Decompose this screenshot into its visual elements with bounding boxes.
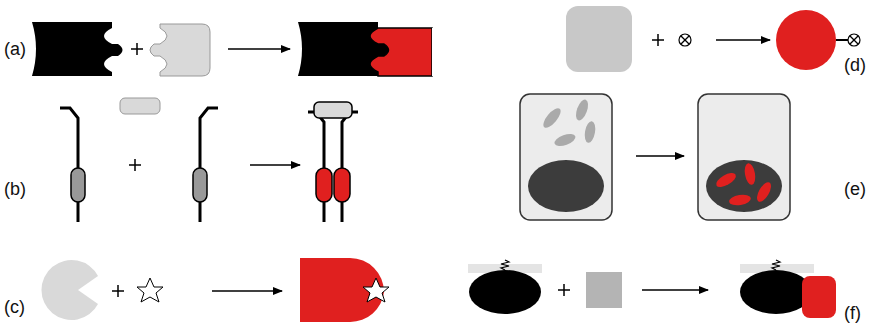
- membrane-protein: [469, 270, 541, 314]
- modified-protein: [776, 10, 836, 70]
- reaction-arrow: [716, 39, 770, 41]
- panel-label: (a): [4, 40, 26, 58]
- recruited-protein: [802, 276, 836, 318]
- bound-substrate: [363, 278, 389, 302]
- bound-ligand: [370, 28, 432, 76]
- cytoplasmic-protein: [553, 132, 577, 149]
- small-molecule: [848, 34, 860, 46]
- ligand-block: [150, 24, 210, 76]
- nuclear-protein: [728, 193, 751, 207]
- receptor-dimer: [308, 102, 358, 222]
- plus-sign: [129, 159, 141, 171]
- plus-sign: [558, 284, 570, 296]
- reaction-arrow: [636, 155, 684, 157]
- receptor-monomer: [60, 108, 85, 222]
- ligand-tail: [432, 28, 440, 76]
- protein: [566, 6, 632, 72]
- panel-label: (f): [844, 304, 861, 322]
- nuclear-protein: [714, 170, 738, 190]
- cytoplasmic-protein: [583, 120, 597, 143]
- receptor-block: [32, 22, 123, 76]
- plus-sign: [652, 34, 664, 46]
- protein: [586, 272, 622, 308]
- panel-label: (b): [4, 180, 26, 198]
- substrate-star: [137, 278, 163, 302]
- cytoplasmic-protein: [540, 106, 563, 131]
- attachment-line: [836, 39, 848, 41]
- small-molecule: [679, 34, 691, 46]
- nuclear-protein: [754, 180, 774, 204]
- membrane-protein: [740, 270, 812, 314]
- reaction-arrow: [250, 164, 300, 166]
- plus-sign: [131, 43, 143, 55]
- reaction-arrow: [212, 290, 282, 292]
- reaction-arrow: [642, 289, 708, 291]
- anchor-coil: [501, 260, 509, 270]
- plus-sign: [112, 285, 124, 297]
- nuclear-protein: [743, 162, 757, 185]
- cell: [698, 94, 790, 220]
- panel-label: (e): [844, 180, 866, 198]
- enzyme: [41, 260, 98, 320]
- nucleus: [528, 160, 604, 212]
- cytoplasmic-protein: [574, 98, 591, 122]
- receptor-monomer: [193, 108, 218, 222]
- nucleus: [706, 160, 782, 212]
- reaction-arrow: [228, 48, 290, 50]
- anchor-coil: [772, 260, 780, 270]
- panel-label: (c): [4, 298, 25, 316]
- ligand: [120, 98, 160, 114]
- panel-label: (d): [844, 56, 866, 74]
- cell: [520, 94, 612, 220]
